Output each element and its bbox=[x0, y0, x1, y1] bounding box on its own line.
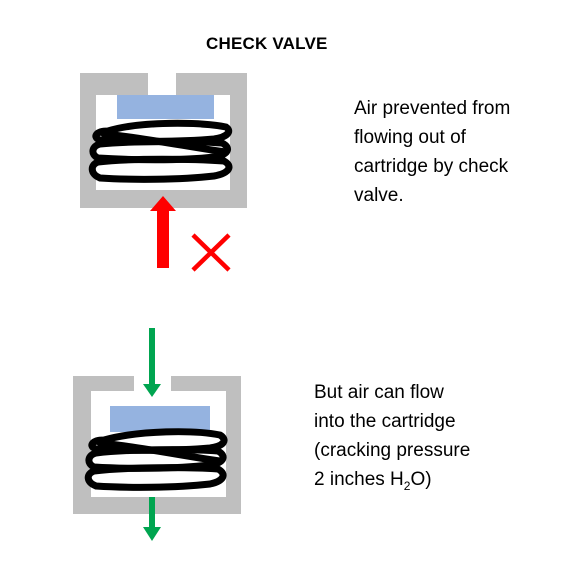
top-caption: Air prevented from flowing out of cartri… bbox=[354, 94, 564, 210]
bottom-caption: But air can flow into the cartridge (cra… bbox=[314, 378, 544, 494]
inflow-arrow bbox=[143, 328, 161, 397]
bottom-valve-housing bbox=[73, 376, 241, 514]
top-caption-line: flowing out of bbox=[354, 127, 466, 148]
blocked-x-mark bbox=[191, 233, 231, 272]
bottom-valve-membrane bbox=[110, 406, 210, 432]
pressure-text: 2 inches H bbox=[314, 469, 404, 490]
pressure-suffix: O) bbox=[410, 469, 432, 490]
pressure-subscript: 2 bbox=[403, 478, 411, 493]
bottom-caption-line: (cracking pressure bbox=[314, 440, 471, 461]
bottom-caption-line: into the cartridge bbox=[314, 411, 456, 432]
top-valve-spring bbox=[88, 119, 233, 183]
bottom-caption-line: But air can flow bbox=[314, 382, 444, 403]
top-caption-line: Air prevented from bbox=[354, 98, 511, 119]
top-valve-housing bbox=[80, 73, 247, 208]
top-caption-line: valve. bbox=[354, 185, 404, 206]
top-valve-membrane bbox=[117, 95, 214, 119]
bottom-valve-spring bbox=[84, 428, 228, 491]
diagram-title: CHECK VALVE bbox=[206, 34, 328, 53]
top-caption-line: cartridge by check bbox=[354, 156, 509, 177]
blocked-air-arrow bbox=[150, 196, 176, 268]
outflow-arrow bbox=[143, 497, 161, 541]
top-valve bbox=[80, 73, 247, 272]
bottom-caption-line: 2 inches H2O) bbox=[314, 465, 544, 494]
bottom-valve bbox=[73, 328, 241, 541]
